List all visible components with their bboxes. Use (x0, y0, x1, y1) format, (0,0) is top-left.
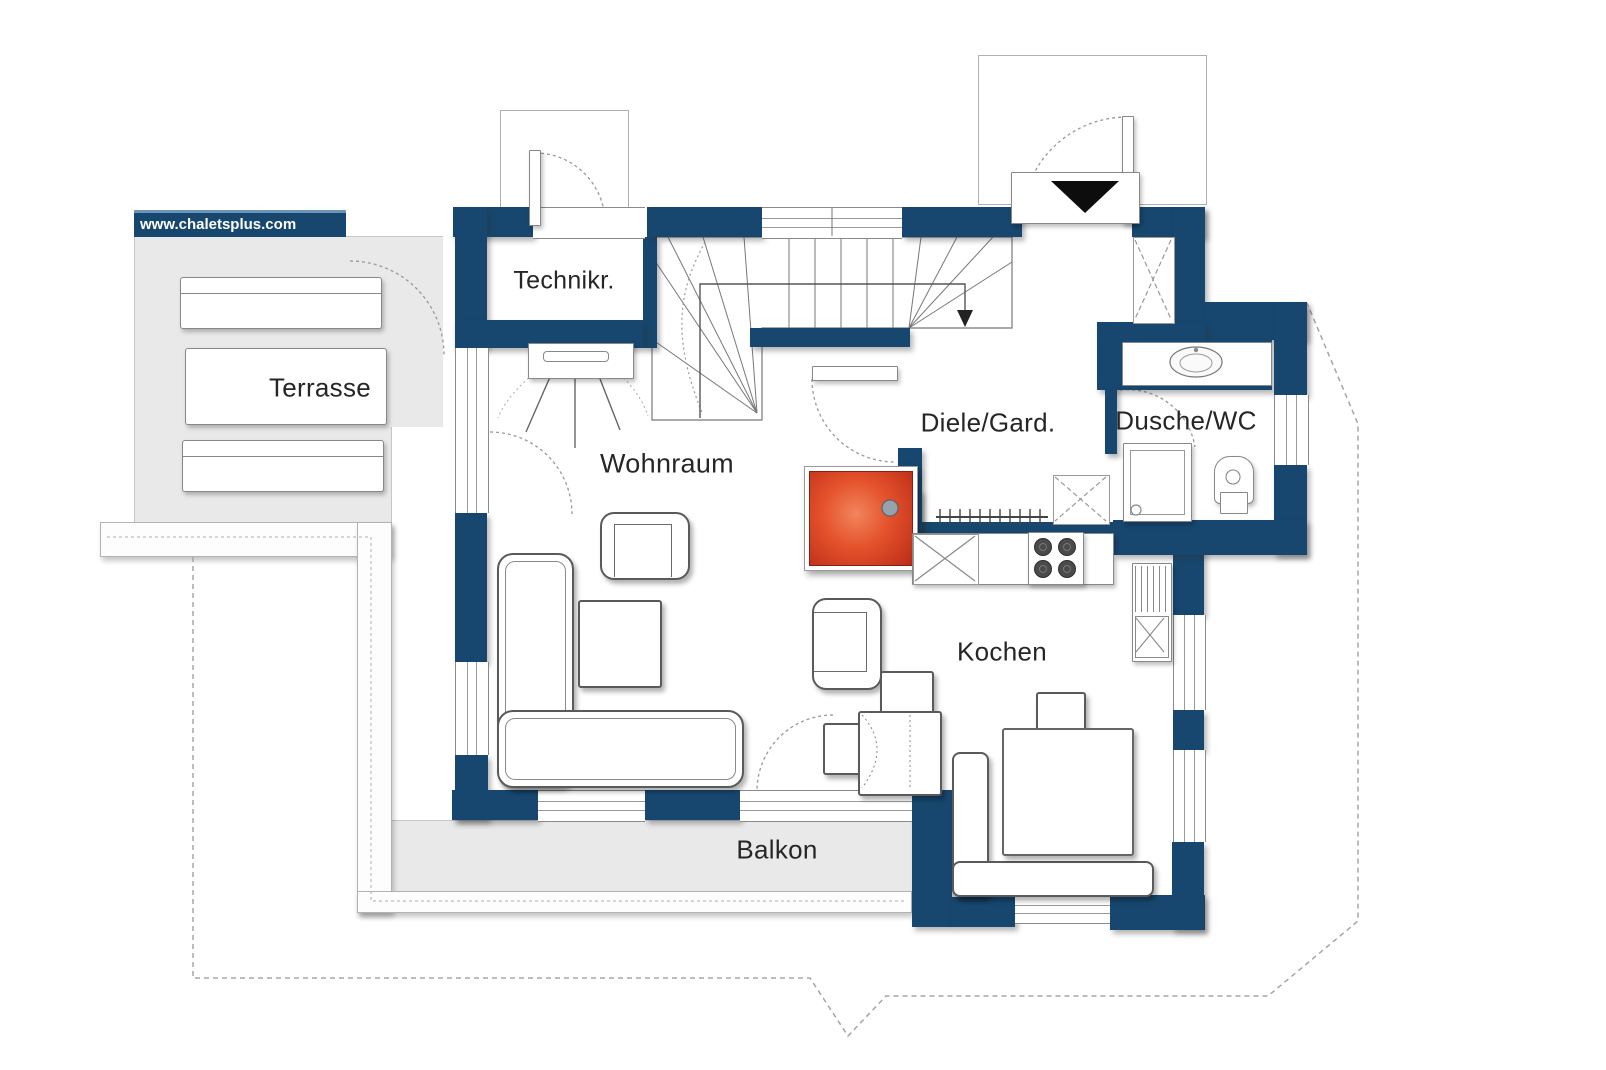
window (1173, 750, 1206, 842)
fireplace-firebox (809, 471, 913, 566)
wall-segment (1105, 384, 1117, 454)
wall-segment (1173, 207, 1205, 325)
armchair-seat (814, 612, 867, 672)
shower-door (1130, 450, 1185, 515)
wall-segment (647, 207, 762, 237)
kitchen-cabinet-x (914, 535, 976, 582)
fireplace (804, 466, 918, 571)
window (740, 790, 912, 822)
coffee-table (578, 600, 662, 688)
terrace-table (185, 348, 387, 425)
dining-chair-seat (858, 711, 942, 796)
room-label-technikraum: Technikr. (513, 266, 615, 295)
armchair-right (812, 598, 882, 690)
side-parapet-band (357, 522, 392, 913)
window (1173, 615, 1206, 710)
sofa-horizontal-arm (497, 710, 744, 788)
hob-burners-icon (1034, 538, 1076, 578)
wall-segment (750, 328, 910, 347)
room-label-kochen: Kochen (957, 636, 1047, 667)
shower-handle (1130, 504, 1142, 516)
stairs-direction-arrow-icon (957, 310, 973, 327)
wall-segment (455, 513, 487, 662)
shower (1123, 443, 1192, 522)
website-banner: www.chaletsplus.com (134, 210, 346, 237)
corner-bench-horizontal (952, 861, 1154, 897)
wall-segment (645, 790, 740, 820)
wall-segment (1173, 710, 1204, 750)
room-label-terrasse: Terrasse (268, 372, 372, 403)
wall-segment (1172, 842, 1204, 930)
chimney-cap (881, 499, 899, 517)
sink-unit (1132, 563, 1172, 662)
toilet-cistern (1220, 492, 1248, 514)
website-url: www.chaletsplus.com (140, 216, 297, 233)
armchair-seat (614, 524, 672, 577)
toilet-detail (1225, 469, 1241, 485)
stove-bar (543, 351, 609, 362)
wall-segment (1113, 520, 1307, 555)
entrance-arrow-icon (1051, 181, 1119, 213)
terrace-lounger (182, 440, 384, 492)
armchair-top (600, 512, 690, 580)
sink-x (1135, 617, 1165, 653)
parapet-dashed-line (107, 536, 906, 902)
wall-segment (1274, 302, 1307, 395)
window (455, 662, 489, 755)
terrace-area-extension (390, 236, 443, 427)
sink-drainer (1135, 566, 1167, 612)
dining-table (1002, 728, 1134, 856)
room-label-diele: Diele/Gard. (920, 407, 1056, 438)
door-opening-band (533, 207, 645, 239)
wall-segment (912, 790, 952, 927)
room-label-dusche-wc: Dusche/WC (1115, 405, 1257, 436)
wall-segment (1097, 322, 1205, 340)
chair-dotted-lines (861, 714, 911, 790)
roof-outline (192, 302, 1359, 1038)
window (538, 790, 645, 822)
hall-cabinet-x (1054, 476, 1107, 522)
room-label-wohnraum: Wohnraum (600, 448, 734, 479)
terrace-lounger (180, 277, 382, 329)
wall-segment (912, 522, 1130, 534)
wall-segment (643, 237, 657, 348)
balcony-parapet-band (357, 891, 912, 913)
hall-door-leaf (812, 366, 898, 381)
wall-segment (452, 790, 538, 820)
entrance-shaft-x (1134, 239, 1172, 320)
wall-segment (952, 897, 1015, 927)
washbasin-icon (1169, 346, 1223, 378)
room-label-balkon: Balkon (736, 834, 818, 865)
terrace-parapet-band (100, 522, 392, 557)
staircase (651, 236, 1013, 421)
coat-rack (936, 509, 1048, 525)
dining-chair-backrest (823, 723, 864, 775)
window (1015, 895, 1110, 924)
window (455, 348, 489, 513)
technikraum-door-leaf (529, 150, 541, 226)
wall-segment (902, 207, 1022, 237)
sink-basin (1135, 616, 1169, 658)
window (1274, 395, 1309, 465)
